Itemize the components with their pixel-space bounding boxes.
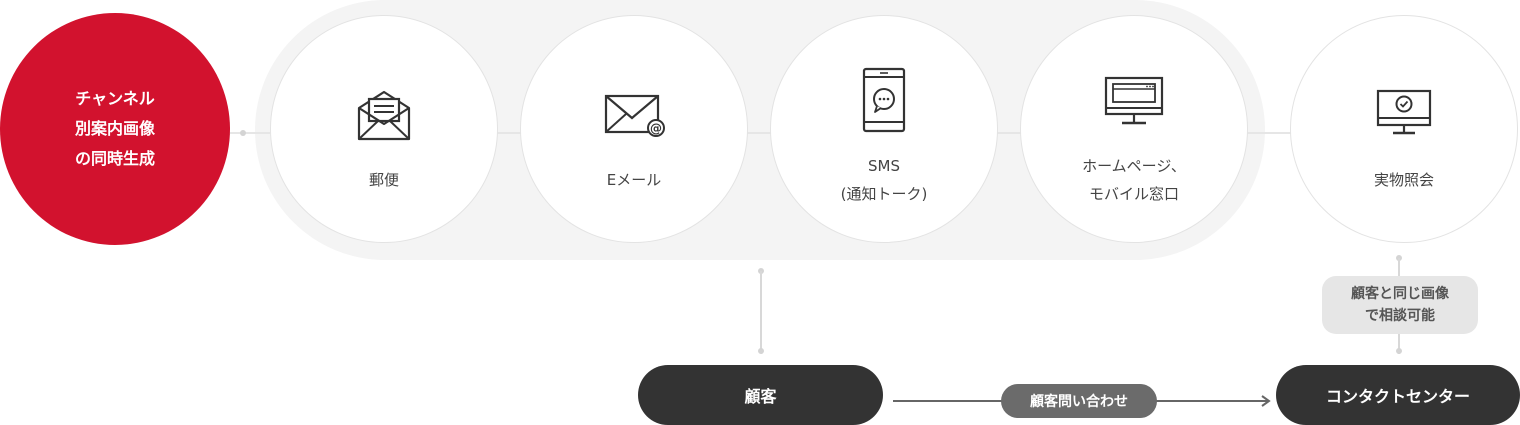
email-at-icon: @ [604, 94, 665, 137]
consult-line-1: 顧客と同じ画像 [1351, 286, 1449, 302]
channel-label: 実物照会 [1373, 171, 1434, 189]
multichannel-generation-circle: チャンネル 別案内画像 の同時生成 [0, 13, 230, 245]
start-line-2: 別案内画像 [74, 119, 155, 138]
connector-dot [758, 348, 764, 354]
connector-line [230, 132, 270, 134]
svg-text:@: @ [650, 122, 662, 136]
arrow-head-icon [1261, 395, 1271, 407]
connector-line [997, 132, 1023, 134]
monitor-browser-icon [1104, 76, 1164, 125]
inquiry-badge: 顧客問い合わせ [1001, 384, 1157, 418]
connector-dot [240, 130, 246, 136]
channel-web: ホームページ、 モバイル窓口 [1020, 15, 1248, 243]
customer-chip: 顧客 [638, 365, 883, 425]
consult-note: 顧客と同じ画像 で相談可能 [1322, 276, 1478, 334]
start-line-3: の同時生成 [74, 149, 155, 168]
channel-label: Eメール [606, 171, 662, 189]
contact-center-chip: コンタクトセンター [1276, 365, 1520, 425]
monitor-check-icon [1376, 89, 1432, 135]
channel-label: モバイル窓口 [1088, 185, 1179, 203]
smartphone-chat-icon [862, 67, 906, 133]
verify-circle: 実物照会 [1290, 15, 1518, 243]
channel-mail: 郵便 [270, 15, 498, 243]
channel-email: @ Eメール [520, 15, 748, 243]
envelope-open-icon [357, 90, 411, 141]
connector-line [497, 132, 523, 134]
connector-dot [1396, 348, 1402, 354]
channel-label: 郵便 [368, 171, 399, 189]
connector-line [760, 271, 762, 351]
channel-label: ホームページ、 [1082, 157, 1186, 175]
connector-line [1247, 132, 1293, 134]
channel-label: (通知トーク) [840, 185, 928, 203]
consult-line-2: で相談可能 [1365, 308, 1435, 324]
start-line-1: チャンネル [75, 89, 155, 108]
channel-label: SMS [868, 157, 900, 175]
channel-sms: SMS (通知トーク) [770, 15, 998, 243]
connector-line [747, 132, 773, 134]
